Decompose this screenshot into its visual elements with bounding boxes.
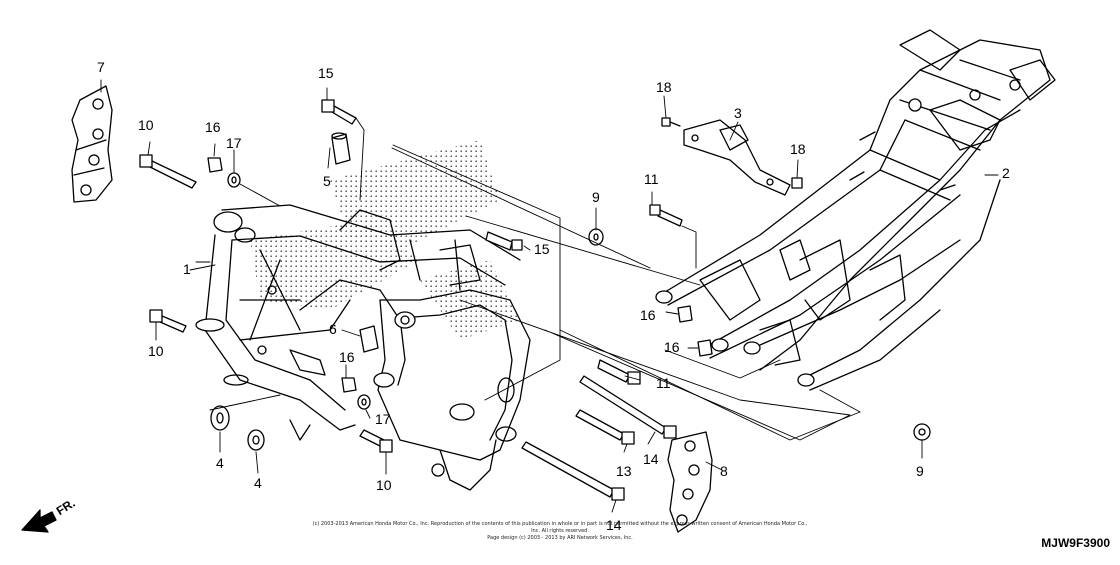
bolt-10-upper — [149, 309, 187, 333]
callout-5: 5 — [323, 173, 331, 189]
callout-11-b: 11 — [656, 375, 671, 391]
copyright-line-1: (c) 2003-2013 American Honda Motor Co., … — [312, 521, 808, 534]
callout-7: 7 — [97, 59, 105, 75]
callout-8: 8 — [720, 463, 728, 479]
bolt-14-long — [579, 375, 677, 439]
washer-9-lower — [913, 423, 931, 441]
bolt-12 — [139, 154, 197, 189]
shading-left — [250, 220, 420, 310]
diagram-code: MJW9F3900 — [1041, 536, 1110, 550]
callout-13: 13 — [616, 463, 632, 479]
callout-3: 3 — [734, 105, 742, 121]
callout-16-c: 16 — [640, 307, 656, 323]
engine-hanger-plate-right — [667, 431, 713, 533]
nut-16-right-b — [697, 339, 713, 357]
callout-17-a: 17 — [226, 135, 242, 151]
callout-16-a: 16 — [205, 119, 221, 135]
collar-5 — [331, 132, 351, 165]
bolt-18-b — [791, 177, 803, 189]
callout-14-a: 14 — [643, 451, 659, 467]
callout-9-b: 9 — [916, 463, 924, 479]
callout-1: 1 — [183, 261, 191, 277]
callout-9-a: 9 — [592, 189, 600, 205]
washer-17-mid — [357, 394, 371, 410]
nut-16-mid — [341, 377, 357, 393]
callout-12: 10 — [138, 117, 154, 133]
bolt-14-lower — [521, 441, 625, 501]
copyright-notice: (c) 2003-2013 American Honda Motor Co., … — [310, 521, 810, 542]
callout-11-a: 11 — [644, 171, 659, 187]
front-direction-arrow — [21, 509, 57, 533]
nut-16-right-a — [677, 305, 693, 323]
callout-15-a: 15 — [318, 65, 334, 81]
callout-16-d: 16 — [664, 339, 680, 355]
collar-6 — [359, 325, 379, 353]
callout-18-a: 18 — [656, 79, 672, 95]
callout-10-b: 10 — [376, 477, 392, 493]
callout-6: 6 — [329, 321, 337, 337]
callout-16-b: 16 — [339, 349, 355, 365]
bolt-18-a — [661, 117, 681, 127]
washer-17-upper — [227, 172, 241, 188]
callout-10-a: 10 — [148, 343, 164, 359]
collar-4-b — [247, 429, 265, 451]
main-frame-right — [655, 29, 1056, 391]
bolt-15-upper — [321, 99, 357, 125]
callout-18-b: 18 — [790, 141, 806, 157]
callout-15-b: 15 — [534, 241, 550, 257]
callout-2: 2 — [1002, 165, 1010, 181]
collar-4-a — [210, 405, 230, 431]
callout-14-b: 14 — [606, 517, 622, 533]
copyright-line-2: Page design (c) 2003 - 2013 by ARI Netwo… — [487, 535, 633, 541]
bolt-11-lower — [597, 359, 641, 385]
bracket — [683, 119, 791, 196]
callout-4-b: 4 — [254, 475, 262, 491]
bolt-10-lower — [359, 429, 393, 453]
leader-lines — [100, 79, 999, 513]
engine-hanger-plate-left — [71, 85, 113, 203]
bolt-13 — [575, 409, 635, 445]
bolt-15-mid — [485, 231, 523, 251]
shading-center — [420, 260, 520, 340]
nut-16-upper — [207, 157, 223, 173]
callout-4-a: 4 — [216, 455, 224, 471]
callout-17-b: 17 — [375, 411, 391, 427]
bolt-11-upper — [649, 204, 683, 227]
